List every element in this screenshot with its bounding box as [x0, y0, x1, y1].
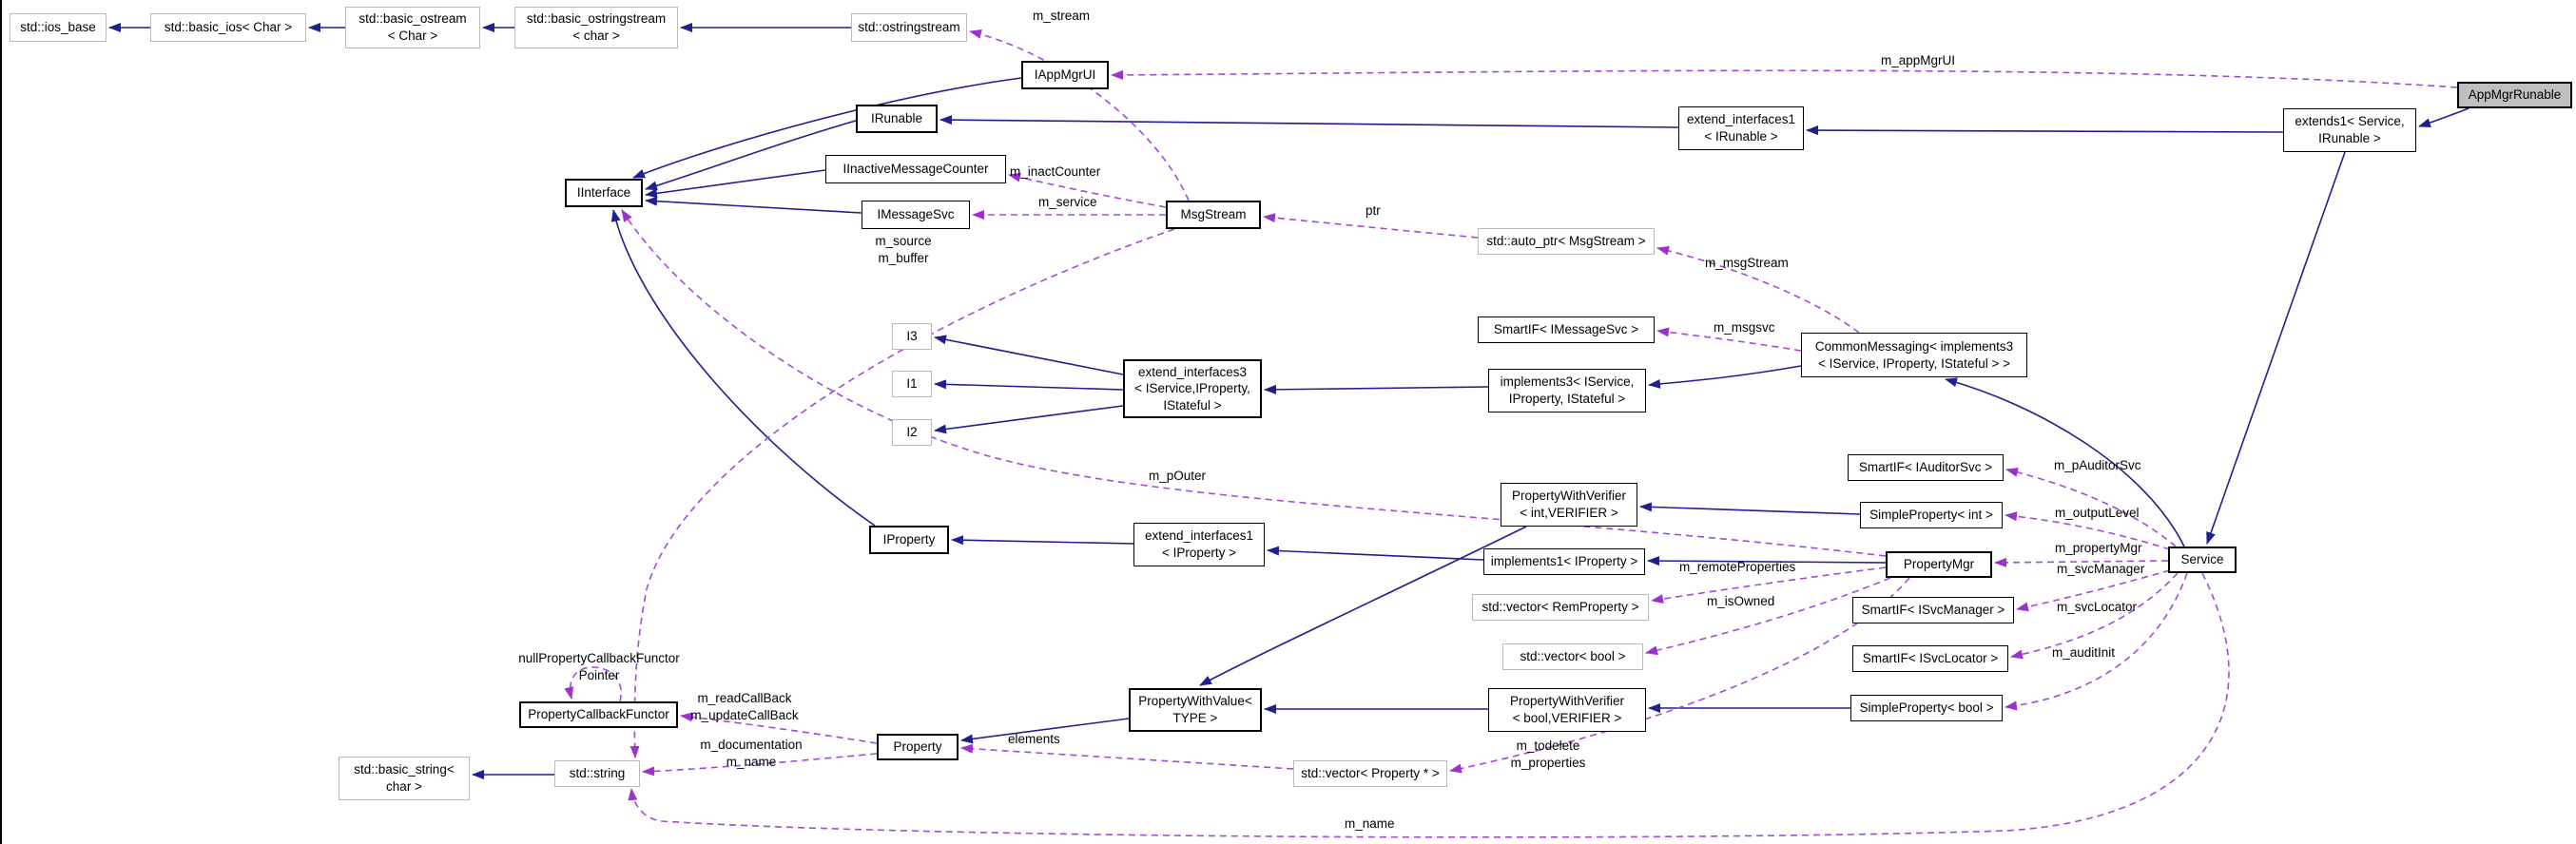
node-std-basic-ostream[interactable]: std::basic_ostream < Char > [345, 7, 480, 48]
node-propertywithverifier-int[interactable]: PropertyWithVerifier < int,VERIFIER > [1501, 483, 1637, 527]
node-std-vector-remproperty[interactable]: std::vector< RemProperty > [1472, 594, 1649, 621]
node-std-basic-ios[interactable]: std::basic_ios< Char > [150, 13, 306, 42]
node-extends1-service-irunable[interactable]: extends1< Service, IRunable > [2283, 108, 2416, 152]
node-iappmgrui[interactable]: IAppMgrUI [1021, 61, 1109, 89]
node-simpleproperty-int[interactable]: SimpleProperty< int > [1860, 502, 2003, 528]
edge-label-m-auditinit: m_auditInit [2052, 645, 2116, 660]
edge-label-elements: elements [1008, 732, 1060, 746]
node-iinterface[interactable]: IInterface [565, 179, 643, 207]
edge-label-m-svcmanager: m_svcManager [2057, 562, 2145, 576]
edge-label-m-inactcounter: m_inactCounter [1010, 164, 1101, 179]
node-extend-interfaces1-irunable[interactable]: extend_interfaces1 < IRunable > [1678, 106, 1804, 150]
edge-label-m-remoteproperties: m_remoteProperties [1679, 560, 1796, 574]
node-std-vector-bool[interactable]: std::vector< bool > [1502, 643, 1643, 670]
edge-label-nullpropertycallbackfunctorpointer: nullPropertyCallbackFunctor Pointer [518, 651, 680, 683]
node-iinactivemessagecounter[interactable]: IInactiveMessageCounter [825, 155, 1006, 183]
node-propertywithvalue[interactable]: PropertyWithValue< TYPE > [1129, 688, 1262, 732]
node-smartif-iauditorsvc[interactable]: SmartIF< IAuditorSvc > [1848, 454, 2004, 481]
node-std-vector-property-ptr[interactable]: std::vector< Property * > [1293, 760, 1447, 787]
edge-label-m-outputlevel: m_outputLevel [2055, 506, 2140, 520]
node-commonmessaging[interactable]: CommonMessaging< implements3 < IService,… [1801, 333, 2027, 377]
node-i3[interactable]: I3 [892, 323, 932, 350]
node-std-string[interactable]: std::string [554, 760, 640, 787]
node-irunable[interactable]: IRunable [856, 105, 938, 133]
node-std-ios-base[interactable]: std::ios_base [10, 13, 107, 42]
node-smartif-isvclocator[interactable]: SmartIF< ISvcLocator > [1852, 645, 2008, 672]
node-extend-interfaces3[interactable]: extend_interfaces3 < IService,IProperty,… [1123, 359, 1262, 418]
node-implements1-iproperty[interactable]: implements1< IProperty > [1483, 548, 1645, 575]
edge-label-m-todelete-m-properties: m_todelete m_properties [1510, 738, 1586, 771]
node-i1[interactable]: I1 [892, 371, 932, 397]
edge-label-m-documentation-m-name: m_documentation m_name [700, 738, 803, 770]
edge-label-m-pauditorsvc: m_pAuditorSvc [2054, 458, 2141, 472]
node-propertycallbackfunctor[interactable]: PropertyCallbackFunctor [519, 701, 678, 728]
edge-label-m-svclocator: m_svcLocator [2057, 600, 2138, 614]
node-service[interactable]: Service [2168, 547, 2237, 573]
edge-label-m-isowned: m_isOwned [1707, 594, 1775, 608]
image-left-border [0, 0, 2, 844]
node-smartif-isvcmanager[interactable]: SmartIF< ISvcManager > [1852, 597, 2014, 623]
node-extend-interfaces1-iproperty[interactable]: extend_interfaces1 < IProperty > [1133, 523, 1265, 566]
edge-label-m-appmgrui: m_appMgrUI [1881, 53, 1956, 67]
node-iproperty[interactable]: IProperty [869, 526, 949, 554]
node-std-ostringstream[interactable]: std::ostringstream [851, 13, 967, 42]
edge-label-m-source-m-buffer: m_source m_buffer [875, 234, 932, 266]
edge-label-m-stream: m_stream [1033, 9, 1091, 23]
node-propertymgr[interactable]: PropertyMgr [1886, 551, 1992, 578]
node-implements3[interactable]: implements3< IService, IProperty, IState… [1488, 369, 1646, 412]
edge-label-m-service: m_service [1038, 195, 1097, 209]
edge-label-m-msgsvc: m_msgsvc [1714, 320, 1775, 335]
node-property[interactable]: Property [877, 734, 959, 760]
node-imessagesvc[interactable]: IMessageSvc [862, 201, 970, 229]
edge-label-m-readcallback-m-updatecallback: m_readCallBack m_updateCallBack [690, 691, 799, 723]
node-appmgrrunable[interactable]: AppMgrRunable [2457, 82, 2572, 108]
node-std-auto-ptr-msgstream[interactable]: std::auto_ptr< MsgStream > [1478, 228, 1655, 255]
node-propertywithverifier-bool[interactable]: PropertyWithVerifier < bool,VERIFIER > [1488, 688, 1646, 732]
edge-label-ptr: ptr [1365, 203, 1381, 218]
node-simpleproperty-bool[interactable]: SimpleProperty< bool > [1850, 695, 2003, 721]
edge-label-m-msgstream: m_msgStream [1705, 256, 1789, 270]
node-std-basic-ostringstream[interactable]: std::basic_ostringstream < char > [514, 7, 678, 48]
edge-label-m-name: m_name [1345, 816, 1395, 831]
edge-label-m-pouter: m_pOuter [1149, 469, 1207, 483]
node-smartif-imessagesvc[interactable]: SmartIF< IMessageSvc > [1478, 316, 1655, 343]
node-std-basic-string[interactable]: std::basic_string< char > [339, 757, 470, 800]
edge-label-m-propertymgr: m_propertyMgr [2055, 541, 2142, 555]
node-msgstream[interactable]: MsgStream [1166, 201, 1261, 229]
node-i2[interactable]: I2 [892, 419, 932, 446]
